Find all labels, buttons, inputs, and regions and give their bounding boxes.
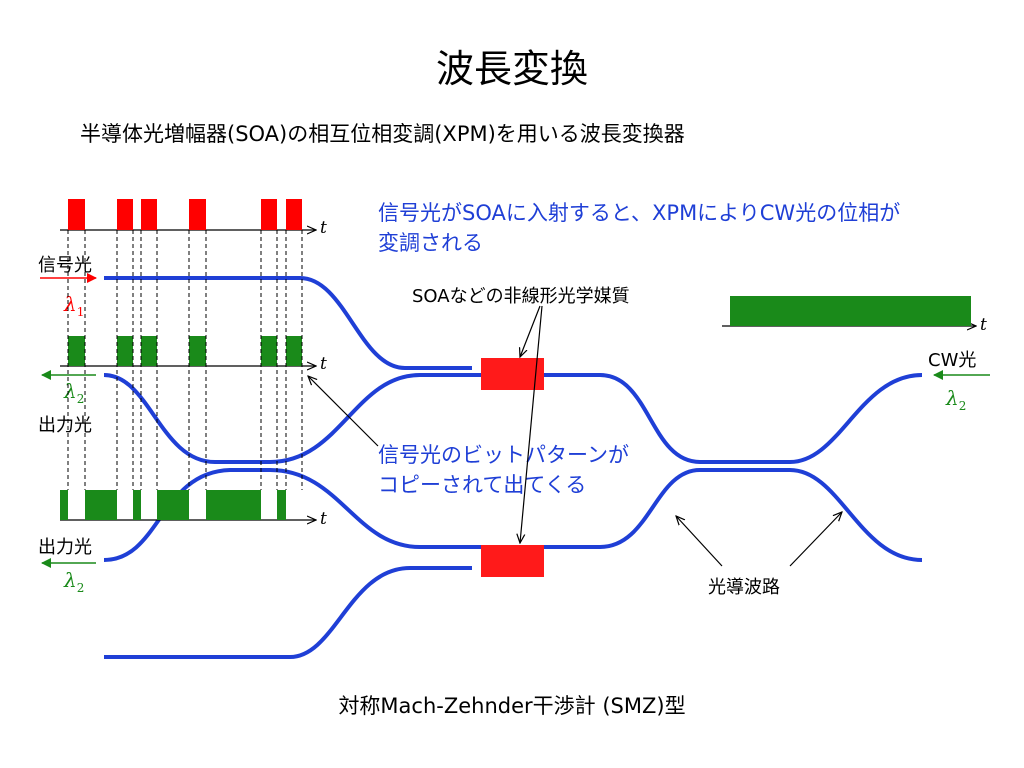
time-label-cw: t — [980, 315, 987, 335]
pointer-output-copy — [308, 376, 379, 447]
output-pulse-inverted — [277, 490, 286, 520]
lambda1-signal: λ1 — [64, 292, 85, 319]
cw-signal-block — [730, 296, 971, 326]
pointer-soa-lower — [520, 305, 543, 543]
output-pulse-inverted — [133, 490, 141, 520]
waveguide-bottom-input — [104, 566, 472, 659]
output-pulse — [261, 336, 277, 366]
output-pulses-1 — [68, 336, 302, 366]
callout-copy-line1: 信号光のビットパターンが — [378, 443, 629, 467]
signal-pulse — [68, 199, 85, 230]
output-pulse-inverted — [60, 490, 68, 520]
time-label-output-2: t — [320, 509, 327, 529]
signal-pulse — [286, 199, 302, 230]
output-pulse — [141, 336, 157, 366]
label-soa-material: SOAなどの非線形光学媒質 — [412, 286, 630, 307]
lambda2-cw: λ2 — [946, 386, 967, 413]
signal-pulse — [141, 199, 157, 230]
pointer-arrows — [308, 305, 842, 567]
output-pulse-inverted — [85, 490, 117, 520]
label-signal: 信号光 — [38, 255, 92, 276]
soa-upper — [481, 358, 544, 390]
callout-xpm-line1: 信号光がSOAに入射すると、XPMによりCW光の位相が — [378, 201, 901, 225]
output-pulse — [189, 336, 206, 366]
waveguides — [103, 276, 923, 659]
label-output-2: 出力光 — [38, 537, 92, 558]
time-label-signal: t — [320, 218, 327, 238]
pointer-soa-upper — [520, 305, 541, 357]
waveguide-output-lower — [103, 468, 923, 562]
pointer-waveguide-left — [676, 516, 723, 567]
callout-xpm: 信号光がSOAに入射すると、XPMによりCW光の位相が 変調される — [378, 198, 900, 258]
signal-pulse — [189, 199, 206, 230]
lambda2-output-2: λ2 — [64, 568, 85, 595]
output-pulse — [286, 336, 302, 366]
page-title: 波長変換 — [435, 47, 588, 91]
label-waveguide: 光導波路 — [708, 577, 780, 598]
alignment-lines — [67, 230, 303, 490]
waveguide-signal-input — [104, 276, 472, 370]
soa-lower — [481, 545, 544, 577]
callout-copy: 信号光のビットパターンが コピーされて出てくる — [378, 440, 629, 500]
output-pulse — [117, 336, 133, 366]
callout-xpm-line2: 変調される — [378, 231, 483, 255]
label-cw: CW光 — [928, 350, 977, 371]
label-output-1: 出力光 — [38, 415, 92, 436]
output-pulse — [68, 336, 85, 366]
footer-caption: 対称Mach-Zehnder干渉計 (SMZ)型 — [338, 694, 686, 718]
signal-pulse — [117, 199, 133, 230]
signal-pulse — [261, 199, 277, 230]
time-label-output-1: t — [320, 354, 327, 374]
pointer-waveguide-right — [789, 512, 842, 567]
lambda2-output-1: λ2 — [64, 379, 85, 406]
output-pulse-inverted — [206, 490, 261, 520]
callout-copy-line2: コピーされて出てくる — [378, 473, 587, 497]
output-pulses-2 — [60, 490, 286, 520]
subtitle: 半導体光増幅器(SOA)の相互位相変調(XPM)を用いる波長変換器 — [80, 122, 685, 146]
signal-pulses — [68, 199, 302, 230]
output-pulse-inverted — [157, 490, 189, 520]
